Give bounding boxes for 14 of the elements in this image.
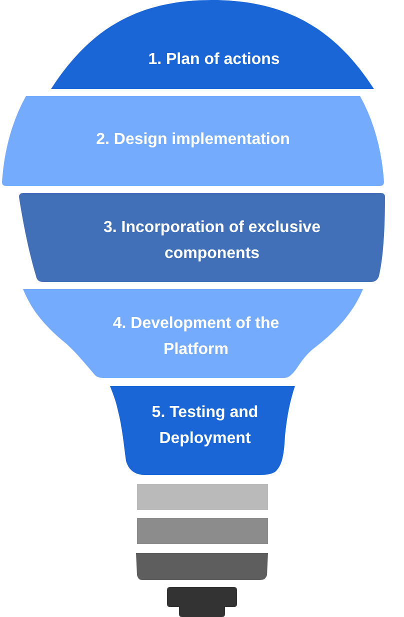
- base-bar: [137, 518, 268, 544]
- step-label: 1. Plan of actions: [148, 51, 280, 68]
- bulb-segment: [2, 96, 384, 186]
- step-label: 4. Development of the Platform: [112, 315, 280, 358]
- bulb-segment: [23, 289, 363, 378]
- base-bar: [136, 553, 268, 580]
- bulb-segment: [19, 193, 385, 282]
- step-label: 3. Incorporation of exclusive components: [104, 218, 320, 262]
- base-bar: [137, 484, 268, 510]
- step-label: 5. Testing and Deployment: [152, 404, 258, 447]
- bulb-segment: [51, 0, 374, 89]
- step-label: 2. Design implementation: [96, 131, 290, 148]
- bulb-segment: [110, 386, 295, 475]
- base-cap: [167, 587, 237, 617]
